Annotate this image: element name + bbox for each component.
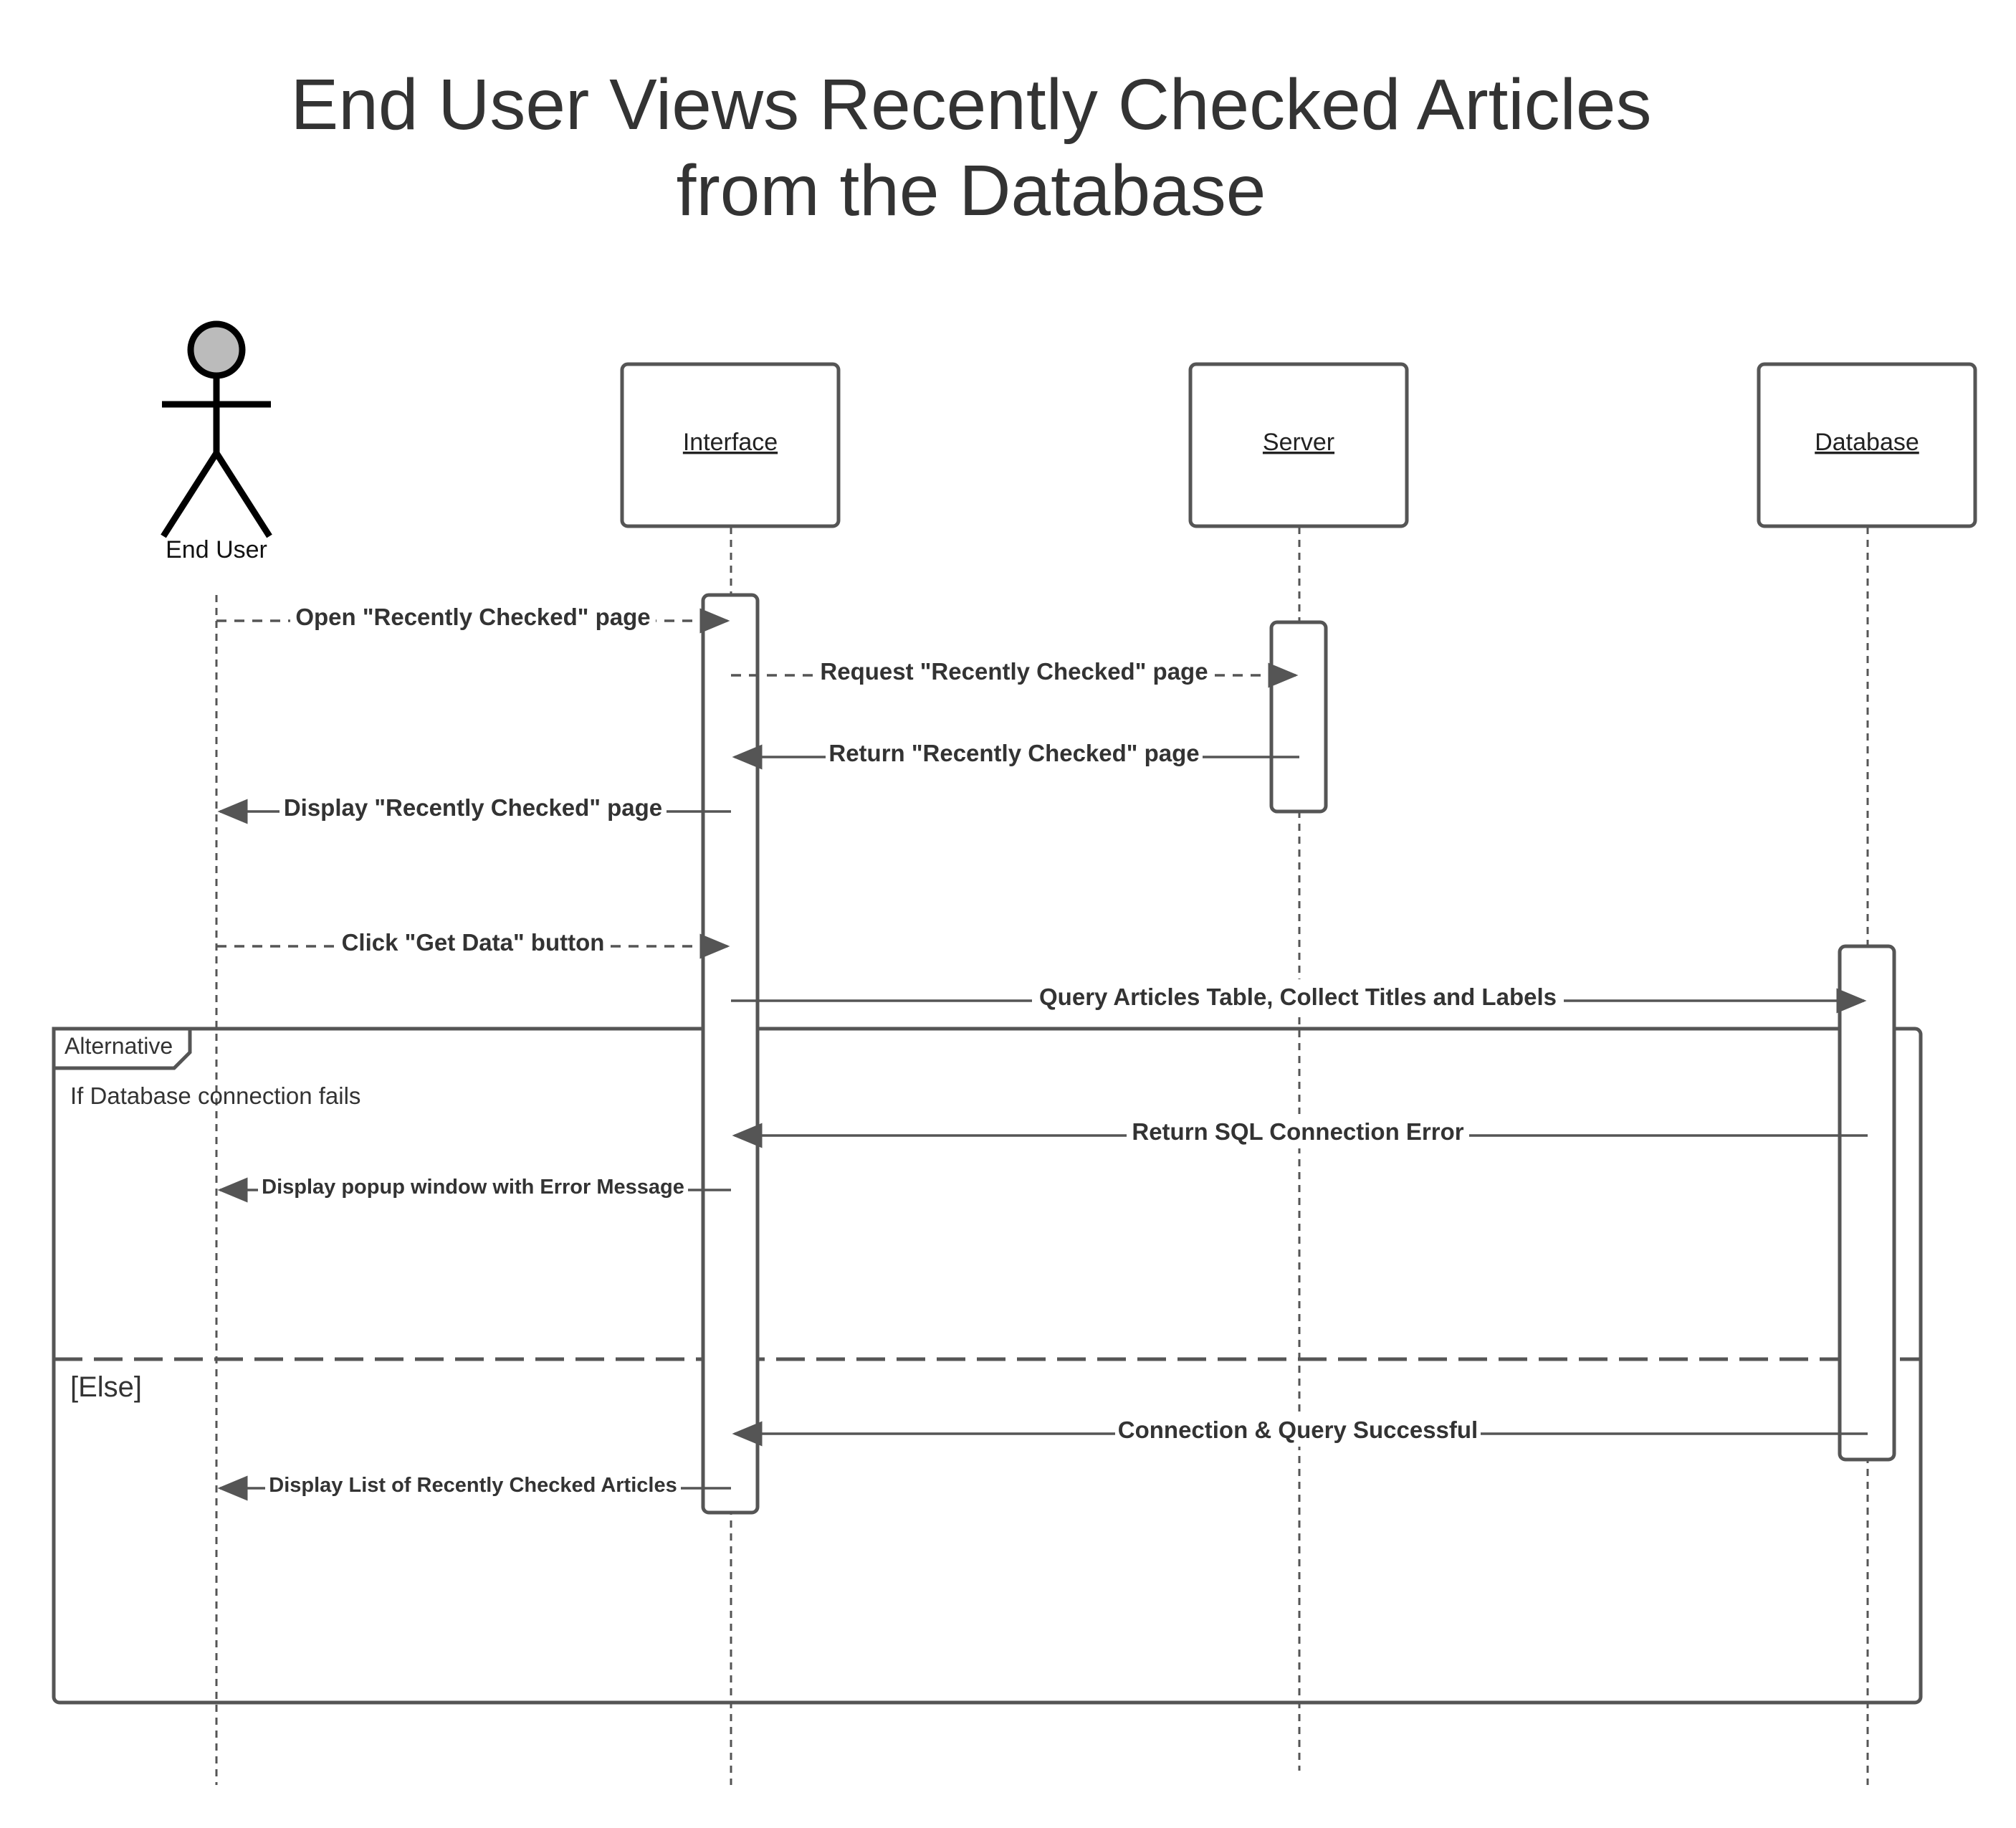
message-label: Display popup window with Error Message (262, 1176, 684, 1199)
message-click-get-data: Click "Get Data" button (216, 925, 730, 959)
fragment-frame (52, 1027, 1923, 1705)
fragment-label: Alternative (65, 1033, 173, 1059)
actor-head-icon (187, 320, 246, 379)
server-activation (1269, 620, 1328, 814)
message-label: Open "Recently Checked" page (295, 604, 650, 630)
message-label: Request "Recently Checked" page (820, 658, 1208, 685)
fragment-guard: If Database connection fails (70, 1082, 360, 1109)
interface-label: Interface (683, 429, 778, 456)
fragment-else-guard: [Else] (70, 1371, 142, 1403)
message-label-bg (265, 1468, 681, 1500)
fragment-label-tab (52, 1027, 192, 1070)
database-activation (1838, 944, 1896, 1462)
server-box (1188, 362, 1409, 528)
message-label-bg (816, 654, 1213, 688)
interface-box (620, 362, 841, 528)
interface-activation (701, 593, 760, 1515)
end-user-actor: End User (161, 320, 272, 563)
message-display-article-list: Display List of Recently Checked Article… (217, 1468, 731, 1501)
participant-server: Server (1188, 362, 1409, 528)
actor-right-leg (214, 451, 272, 538)
message-label-bg (290, 599, 656, 634)
database-box (1757, 362, 1977, 528)
message-label-bg (335, 925, 611, 959)
message-label-bg (1127, 1114, 1469, 1148)
message-label-bg (258, 1170, 688, 1201)
diagram-title-line-1: End User Views Recently Checked Articles (291, 65, 1652, 145)
actor-left-leg (161, 451, 219, 538)
message-label: Return "Recently Checked" page (828, 740, 1199, 766)
message-label-bg (826, 736, 1203, 770)
message-label: Return SQL Connection Error (1132, 1118, 1463, 1145)
message-label-bg (280, 790, 667, 824)
message-label-bg (1115, 1412, 1481, 1447)
message-label: Query Articles Table, Collect Titles and… (1039, 984, 1557, 1010)
message-label-bg (1032, 979, 1564, 1014)
message-label: Display List of Recently Checked Article… (269, 1474, 677, 1497)
participant-database: Database (1757, 362, 1977, 528)
message-label: Click "Get Data" button (342, 929, 605, 956)
alternative-fragment: Alternative If Database connection fails… (52, 1027, 1923, 1705)
message-return-page: Return "Recently Checked" page (732, 736, 1299, 770)
message-display-page: Display "Recently Checked" page (217, 790, 731, 824)
message-label: Display "Recently Checked" page (284, 794, 662, 821)
database-label: Database (1815, 429, 1919, 456)
message-request-page: Request "Recently Checked" page (731, 654, 1299, 688)
end-user-label: End User (166, 536, 267, 563)
message-display-error-popup: Display popup window with Error Message (217, 1170, 731, 1203)
participant-interface: Interface (620, 362, 841, 528)
server-label: Server (1263, 429, 1334, 456)
message-label: Connection & Query Successful (1118, 1417, 1478, 1443)
message-query-successful: Connection & Query Successful (732, 1412, 1868, 1447)
message-sql-error: Return SQL Connection Error (732, 1114, 1868, 1148)
message-open-page: Open "Recently Checked" page (216, 599, 730, 634)
diagram-title-line-2: from the Database (677, 151, 1266, 231)
message-query-articles: Query Articles Table, Collect Titles and… (731, 979, 1867, 1014)
